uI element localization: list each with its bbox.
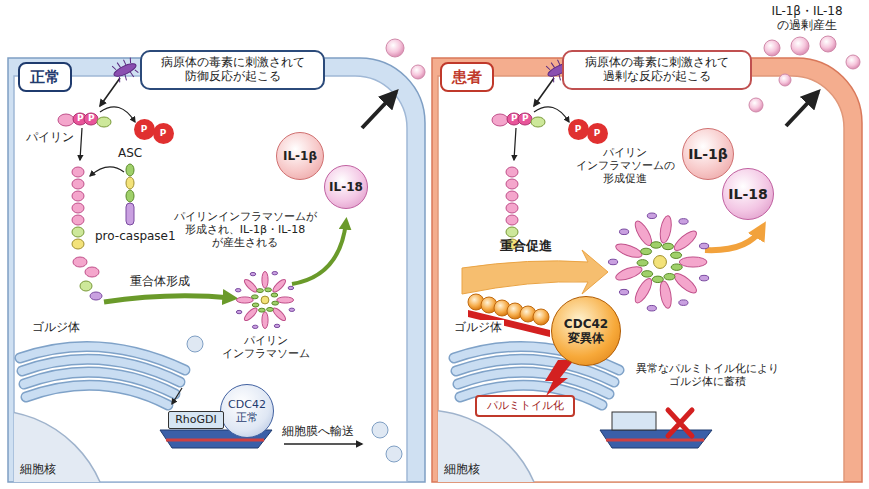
node-text: パルミトイル化 xyxy=(487,399,564,412)
callout-box: 病原体の毒素に刺激されて 過剰な反応が起こる xyxy=(562,50,752,90)
phosphate-mark: P xyxy=(511,114,518,123)
cytokine-circle: IL-18 xyxy=(324,165,368,209)
status-badge: 正常 xyxy=(18,62,72,92)
note-text: パイリンインフラマソームが 形成され、IL-1β・IL-18 が産生される xyxy=(170,210,320,250)
result-text: IL-1β・IL-18 の過剰産生 xyxy=(752,4,862,33)
node-text: 病原体の毒素に刺激されて 防御反応が起こる xyxy=(150,56,315,84)
vesicle xyxy=(386,446,402,462)
node-text: IL-1β xyxy=(283,149,317,163)
secretion-arrow xyxy=(362,92,396,128)
status-badge: 患者 xyxy=(440,62,494,92)
node-text: 患者 xyxy=(452,68,482,86)
release-arrow xyxy=(705,228,762,250)
modification-box: パルミトイル化 xyxy=(475,395,575,417)
protein-box: RhoGDI xyxy=(168,411,224,429)
callout-box: 病原体の毒素に刺激されて 防御反応が起こる xyxy=(140,50,325,90)
transport-arrow xyxy=(284,443,362,445)
asc xyxy=(90,164,134,225)
carrier-boat xyxy=(600,410,712,448)
inflammasome xyxy=(608,213,708,311)
secretion-arrow xyxy=(786,92,818,126)
nucleus xyxy=(304,410,544,489)
node-text: P xyxy=(575,125,582,134)
node-text: P xyxy=(141,125,148,134)
inflammasome xyxy=(235,271,294,328)
transport-arrow xyxy=(172,388,182,404)
phosphate-mark: P xyxy=(88,114,95,123)
node-text: RhoGDI xyxy=(175,413,217,426)
node-text: CDC42 変異体 xyxy=(552,317,620,346)
organelle-name: 細胞核 xyxy=(20,462,56,476)
secreted-cytokine xyxy=(386,39,404,57)
lightning xyxy=(545,360,574,396)
node-text: IL-18 xyxy=(329,180,363,194)
nucleus xyxy=(0,410,110,489)
vesicle xyxy=(372,422,388,438)
golgi xyxy=(20,346,185,405)
pyrin-chain xyxy=(72,167,84,249)
protein-circle: CDC42 正常 xyxy=(220,384,274,438)
pyrin-chain xyxy=(506,167,518,249)
monomers xyxy=(73,257,102,300)
note-text: 異常なパルミトイル化により ゴルジ体に蓄積 xyxy=(622,362,792,388)
note-text: パイリン インフラマソームの 形成促進 xyxy=(570,146,680,186)
organelle-name: 細胞核 xyxy=(444,462,480,476)
node-text: CDC42 正常 xyxy=(221,398,273,424)
promotion-arrow xyxy=(462,250,608,294)
organelle-name: ゴルジ体 xyxy=(452,320,504,334)
phosphate-circle: P xyxy=(134,119,155,140)
complex-name: パイリン インフラマソーム xyxy=(218,334,313,360)
cytokine-circle: IL-1β xyxy=(276,132,324,180)
phosphate-mark: P xyxy=(77,114,84,123)
node-text: P xyxy=(594,129,601,138)
cell-inside xyxy=(438,76,844,482)
phosphate-circle: P xyxy=(153,123,174,144)
cytokine-circle: IL-18 xyxy=(722,168,774,220)
organelle-name: ゴルジ体 xyxy=(30,320,82,334)
protein-name: ASC xyxy=(118,146,142,160)
process-label: 重合促進 xyxy=(500,238,552,254)
protein-name: パイリン xyxy=(26,130,74,144)
node-text: IL-18 xyxy=(728,186,767,203)
phosphate-circle: P xyxy=(568,119,589,140)
secreted-cytokine xyxy=(411,65,425,79)
polymer-arrow xyxy=(104,296,232,302)
protein-circle: CDC42 変異体 xyxy=(551,296,621,366)
cytokine-circle: IL-1β xyxy=(682,128,734,180)
process-label: 重合体形成 xyxy=(130,274,190,288)
node-text: P xyxy=(160,129,167,138)
node-text: IL-1β xyxy=(688,146,728,163)
phosphate-circle: P xyxy=(587,123,608,144)
vesicle xyxy=(187,336,203,352)
cell-inside xyxy=(14,76,407,482)
node-text: 病原体の毒素に刺激されて 過剰な反応が起こる xyxy=(572,56,742,84)
secreted-cytokines xyxy=(749,36,860,112)
phosphate-mark: P xyxy=(522,114,529,123)
node-text: 正常 xyxy=(30,68,60,86)
protein-name: pro-caspase1 xyxy=(95,229,176,243)
process-label: 細胞膜へ輸送 xyxy=(282,424,354,438)
